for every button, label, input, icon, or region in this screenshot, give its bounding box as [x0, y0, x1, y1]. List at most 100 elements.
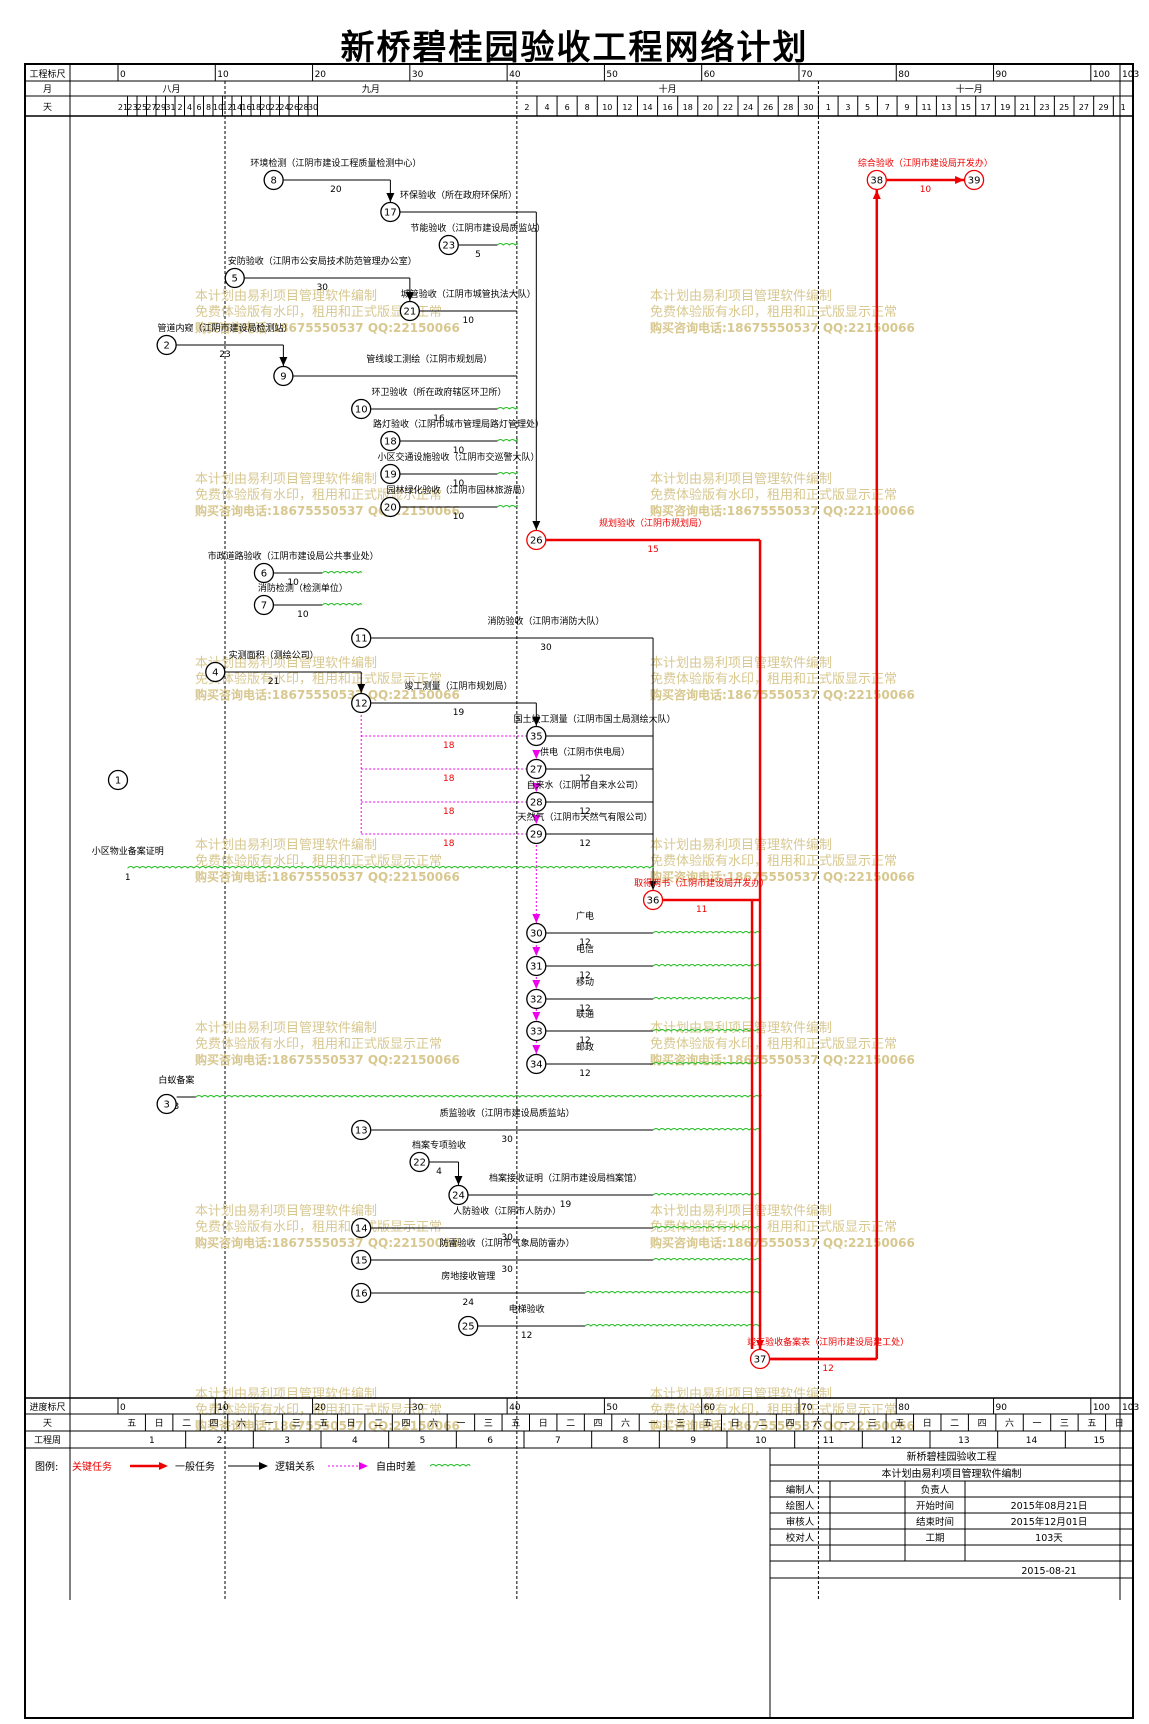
watermark-text: 本计划由易利项目管理软件编制 [195, 1021, 377, 1036]
node-number: 29 [530, 830, 543, 841]
footer-week-number: 7 [555, 1436, 561, 1446]
watermark-text: 购买咨询电话:18675550537 QQ:22150066 [195, 1052, 460, 1067]
task-name-label: 规划验收（江阴市规划局） [599, 517, 707, 529]
critical-arrow-head [756, 1340, 765, 1349]
watermark-text: 购买咨询电话:18675550537 QQ:22150066 [195, 1235, 460, 1250]
network-node: 2 [156, 334, 177, 356]
header-day-number: 20 [703, 103, 713, 112]
node-number: 12 [355, 699, 368, 710]
task-name-label: 综合验收（江阴市建设局开发办） [858, 157, 993, 169]
task-duration-label: 12 [579, 1004, 590, 1014]
footer-week-number: 6 [487, 1436, 493, 1446]
task-arrow: 环卫验收（所在政府辖区环卫所）16 [371, 386, 507, 424]
legend-logic-label: 逻辑关系 [275, 1460, 315, 1473]
header-day-number: 29 [156, 103, 166, 112]
node-number: 38 [870, 176, 883, 187]
info-box-cell: 2015年12月01日 [1011, 1516, 1088, 1528]
header-day-number: 25 [137, 103, 147, 112]
watermark-text: 本计划由易利项目管理软件编制 [195, 656, 377, 671]
task-name-label: 质监验收（江阴市建设局质监站） [440, 1107, 575, 1119]
task-arrow: 园林绿化验收（江阴市园林旅游局）10 [386, 484, 530, 522]
task-duration-label: 12 [579, 1069, 590, 1079]
legend-critical-arrow [159, 1462, 168, 1470]
footer-weekday: 一 [1032, 1419, 1041, 1429]
header-day-number: 9 [904, 103, 909, 112]
task-arrow: 安防验收（江阴市公安局技术防范管理办公室）30 [228, 255, 417, 301]
header-day-number: 19 [1000, 103, 1010, 112]
task-arrow: 环保验收（所在政府环保所） [400, 189, 537, 530]
legend-float-wave [429, 1464, 471, 1467]
task-duration-label: 19 [560, 1200, 572, 1210]
node-circle [526, 1053, 547, 1075]
footer-weekday: 三 [676, 1419, 685, 1429]
info-box-cell: 2015年08月21日 [1011, 1500, 1088, 1512]
node-number: 3 [163, 1100, 169, 1111]
header-ruler-tick: 100 [1093, 70, 1110, 80]
legend-critical-label: 关键任务 [72, 1460, 112, 1473]
legend-logic-arrow [359, 1462, 368, 1470]
header-day-number: 10 [602, 103, 612, 112]
free-float-wave [584, 1291, 762, 1294]
watermark-text: 购买咨询电话:18675550537 QQ:22150066 [195, 320, 460, 335]
task-arrow: 市政道路验收（江阴市建设局公共事业处）10 [208, 550, 379, 588]
footer-week-number: 11 [823, 1436, 834, 1446]
network-node: 16 [351, 1282, 372, 1304]
task-arrow: 路灯验收（江阴市城市管理局路灯管理处）10 [373, 418, 544, 456]
node-circle [526, 758, 547, 780]
network-node: 34 [526, 1053, 547, 1075]
node-circle [749, 1348, 771, 1370]
footer-weekday: 四 [786, 1419, 795, 1429]
watermark-text: 免费体验版有水印，租用和正式版显示正常 [195, 1219, 442, 1235]
header-day-number: 24 [743, 103, 753, 112]
footer-week-number: 5 [420, 1436, 426, 1446]
task-name-label: 实测面积（测绘公司） [229, 649, 319, 661]
free-float-wave [127, 866, 654, 869]
header-ruler-tick: 20 [315, 70, 327, 80]
footer-weekday: 二 [182, 1419, 191, 1429]
network-node: 6 [253, 562, 275, 584]
task-duration-label: 30 [501, 1265, 513, 1275]
free-float-wave [321, 571, 362, 574]
node-circle [156, 1093, 177, 1115]
header-day-number: 13 [941, 103, 951, 112]
header-day-number: 4 [544, 103, 549, 112]
watermark-text: 免费体验版有水印，租用和正式版显示正常 [195, 671, 442, 687]
header-ruler-tick: 103 [1122, 70, 1139, 80]
footer-weekday: 三 [292, 1419, 301, 1429]
footer-ruler-label: 进度标尺 [29, 1401, 65, 1413]
node-number: 21 [403, 307, 416, 318]
node-number: 9 [280, 372, 286, 383]
task-duration-label: 30 [501, 1233, 513, 1243]
node-circle [963, 169, 985, 191]
node-number: 2 [163, 341, 169, 352]
logic-arrow-head [532, 947, 541, 956]
task-name-label: 供电（江阴市供电局） [540, 746, 630, 758]
network-node: 23 [438, 234, 459, 256]
node-number: 30 [530, 929, 543, 940]
footer-ruler-tick: 10 [217, 1403, 229, 1413]
task-arrow: 供电（江阴市供电局）12 [540, 746, 654, 784]
node-circle [526, 955, 547, 977]
header-day-number: 6 [196, 103, 201, 112]
info-box-cell: 负责人 [921, 1484, 950, 1496]
watermark-text: 免费体验版有水印，租用和正式版显示正常 [650, 1219, 897, 1235]
footer-weekday: 五 [127, 1419, 136, 1429]
task-duration-label: 10 [920, 185, 932, 195]
header-day-number: 31 [165, 103, 175, 112]
header-day-number: 7 [885, 103, 890, 112]
footer-weekday: 二 [950, 1419, 959, 1429]
header-day-number: 15 [961, 103, 971, 112]
header-day-number: 10 [213, 103, 223, 112]
header-ruler-tick: 10 [217, 70, 229, 80]
header-day-number: 5 [865, 103, 870, 112]
node-number: 36 [647, 896, 660, 907]
node-circle [253, 594, 275, 616]
network-node: 7 [253, 594, 275, 616]
task-arrow: 城管验收（江阴市城管执法大队）10 [401, 288, 536, 326]
task-duration-label: 10 [453, 512, 465, 522]
network-node: 20 [380, 496, 401, 518]
header-day-number: 27 [146, 103, 156, 112]
